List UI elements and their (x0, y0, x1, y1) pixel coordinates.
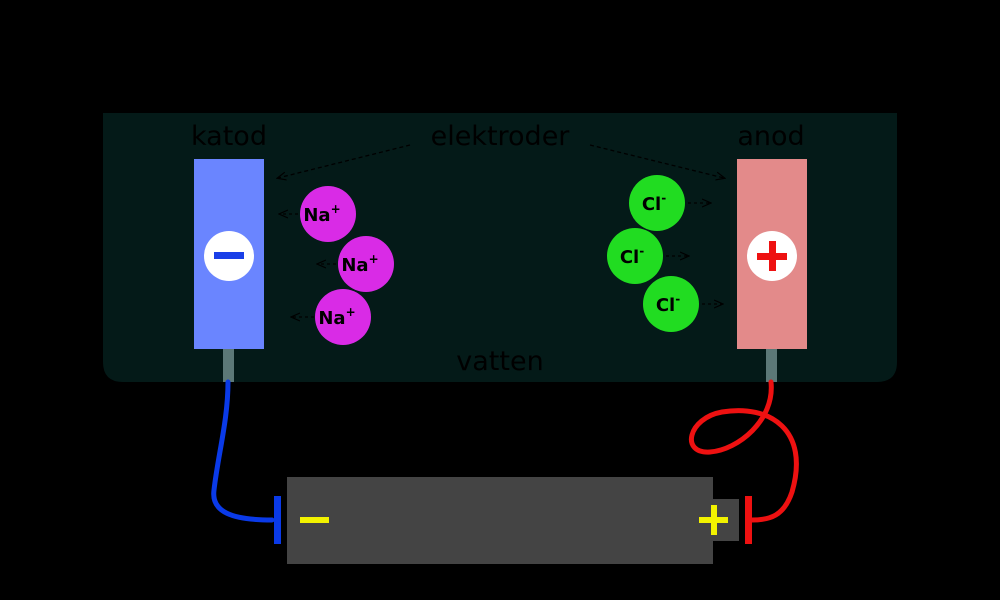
positive-terminal-plate (745, 496, 752, 544)
sodium-ion-charge: + (331, 202, 341, 216)
chloride-ion-charge: - (675, 292, 680, 306)
minus-icon (214, 252, 244, 259)
water-tank (103, 113, 897, 382)
chloride-ion: Cl- (643, 276, 722, 332)
svg-text:Cl-: Cl- (620, 244, 644, 268)
negative-terminal-plate (274, 496, 281, 544)
svg-text:Cl-: Cl- (642, 191, 666, 215)
electrodes-pointer-cathode (278, 144, 411, 178)
sodium-ion-charge: + (346, 305, 356, 319)
cathode-stem (223, 349, 234, 382)
electrodes-pointer-anode (589, 144, 724, 178)
sodium-ion-charge: + (369, 252, 379, 266)
chloride-ion: Cl- (629, 175, 710, 231)
water-label: vatten (456, 346, 543, 377)
positive-wire (689, 379, 799, 523)
svg-text:Cl-: Cl- (656, 292, 680, 316)
battery-minus-icon (300, 517, 329, 523)
electrodes-label: elektroder (431, 121, 571, 152)
sodium-ion: Na+ (292, 289, 371, 345)
anode-label: anod (737, 121, 804, 152)
battery-plus-icon (699, 505, 728, 535)
chloride-ion-charge: - (639, 244, 644, 258)
chloride-ion-symbol: Cl (656, 295, 675, 316)
cathode-label: katod (191, 121, 267, 152)
anode-stem (766, 349, 777, 382)
sodium-ion-symbol: Na (303, 205, 330, 226)
negative-wire (211, 379, 275, 523)
chloride-ion: Cl- (607, 228, 688, 284)
sodium-ion-symbol: Na (341, 255, 368, 276)
svg-text:Na+: Na+ (341, 252, 378, 276)
sodium-ion: Na+ (318, 236, 394, 292)
svg-text:Na+: Na+ (318, 305, 355, 329)
chloride-ion-symbol: Cl (642, 194, 661, 215)
svg-text:Na+: Na+ (303, 202, 340, 226)
plus-icon (757, 241, 787, 271)
chloride-ion-symbol: Cl (620, 247, 639, 268)
sodium-ion-symbol: Na (318, 308, 345, 329)
chloride-ion-charge: - (661, 191, 666, 205)
battery-body (287, 477, 713, 564)
sodium-ion: Na+ (280, 186, 356, 242)
